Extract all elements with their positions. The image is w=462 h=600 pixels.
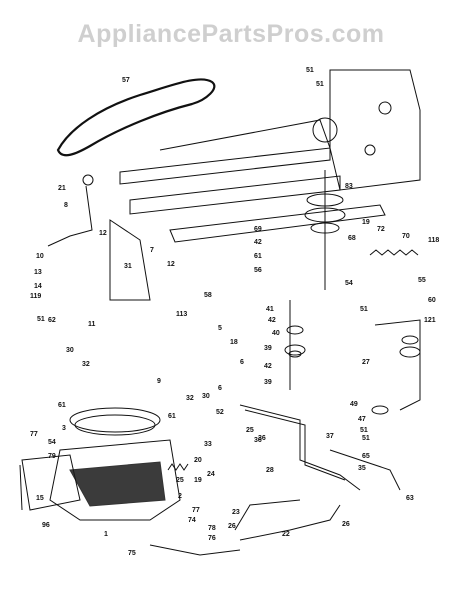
part-label: 42: [254, 239, 262, 246]
part-label: 39: [264, 345, 272, 352]
chassis-frame: [119, 69, 421, 243]
part-number-labels: 57 51 51 83 21 8 72 19 70 118 12 7 69 68…: [30, 67, 439, 557]
part-label: 51: [316, 81, 324, 88]
part-label: 1: [104, 531, 108, 538]
part-label: 118: [428, 237, 439, 244]
part-label: 18: [230, 339, 238, 346]
part-label: 32: [82, 361, 90, 368]
part-label: 119: [30, 293, 41, 300]
part-label: 14: [34, 283, 42, 290]
part-label: 7: [150, 247, 154, 254]
part-label: 13: [34, 269, 42, 276]
part-label: 51: [306, 67, 314, 74]
part-label: 19: [362, 219, 370, 226]
center-shaft-parts: [284, 300, 306, 390]
springs: [167, 249, 419, 471]
part-label: 55: [418, 277, 426, 284]
part-label: 51: [360, 306, 368, 313]
part-label: 12: [99, 230, 107, 237]
part-label: 21: [58, 185, 66, 192]
part-label: 19: [194, 477, 202, 484]
part-label: 36: [254, 437, 262, 444]
part-label: 3: [62, 425, 66, 432]
part-label: 83: [345, 183, 353, 190]
part-label: 68: [348, 235, 356, 242]
part-label: 61: [168, 413, 176, 420]
part-label: 23: [232, 509, 240, 516]
part-label: 9: [157, 378, 161, 385]
part-label: 63: [406, 495, 414, 502]
part-label: 76: [208, 535, 216, 542]
part-label: 47: [358, 416, 366, 423]
part-label: 33: [204, 441, 212, 448]
part-label: 5: [218, 325, 222, 332]
transaxle: [19, 407, 181, 521]
part-label: 51: [37, 316, 45, 323]
part-label: 6: [218, 385, 222, 392]
part-label: 25: [246, 427, 254, 434]
part-label: 72: [377, 226, 385, 233]
part-label: 42: [264, 363, 272, 370]
part-label: 54: [48, 439, 56, 446]
part-label: 39: [264, 379, 272, 386]
part-label: 54: [345, 280, 353, 287]
part-label: 75: [128, 550, 136, 557]
part-label: 77: [30, 431, 38, 438]
part-label: 10: [36, 253, 44, 260]
part-label: 61: [254, 253, 262, 260]
part-label: 20: [194, 457, 202, 464]
part-label: 40: [272, 330, 280, 337]
linkage-rods: [149, 404, 401, 556]
part-label: 37: [326, 433, 334, 440]
part-label: 30: [66, 347, 74, 354]
part-label: 2: [178, 493, 182, 500]
part-label: 25: [176, 477, 184, 484]
part-label: 28: [266, 467, 274, 474]
part-label: 42: [268, 317, 276, 324]
part-label: 32: [186, 395, 194, 402]
part-label: 70: [402, 233, 410, 240]
part-label: 62: [48, 317, 56, 324]
part-label: 69: [254, 226, 262, 233]
part-label: 11: [88, 321, 96, 328]
part-label: 51: [362, 435, 370, 442]
part-label: 78: [208, 525, 216, 532]
part-label: 113: [176, 311, 187, 318]
part-label: 24: [207, 471, 215, 478]
shift-lever: [47, 174, 151, 301]
watermark-text: AppliancePartsPros.com: [77, 20, 385, 48]
part-label: 8: [64, 202, 68, 209]
drive-belt: [56, 78, 216, 157]
part-label: 22: [282, 531, 290, 538]
part-label: 26: [228, 523, 236, 530]
part-label: 57: [122, 77, 130, 84]
part-label: 65: [362, 453, 370, 460]
part-label: 12: [167, 261, 175, 268]
part-label: 26: [342, 521, 350, 528]
part-label: 77: [192, 507, 200, 514]
part-label: 51: [360, 427, 368, 434]
part-label: 30: [202, 393, 210, 400]
part-label: 58: [204, 292, 212, 299]
part-label: 52: [216, 409, 224, 416]
part-label: 6: [240, 359, 244, 366]
part-label: 121: [424, 317, 436, 324]
part-label: 79: [48, 453, 56, 460]
part-label: 36: [258, 435, 266, 442]
part-label: 41: [266, 306, 274, 313]
part-label: 27: [362, 359, 370, 366]
part-label: 49: [350, 401, 358, 408]
part-label: 56: [254, 267, 262, 274]
part-label: 35: [358, 465, 366, 472]
part-label: 96: [42, 522, 50, 529]
part-label: 60: [428, 297, 436, 304]
part-label: 74: [188, 517, 196, 524]
part-label: 31: [124, 263, 132, 270]
part-label: 15: [36, 495, 44, 502]
idler-arm-assembly: [371, 319, 421, 415]
part-label: 61: [58, 402, 66, 409]
upper-pulley-assembly: [304, 170, 346, 290]
